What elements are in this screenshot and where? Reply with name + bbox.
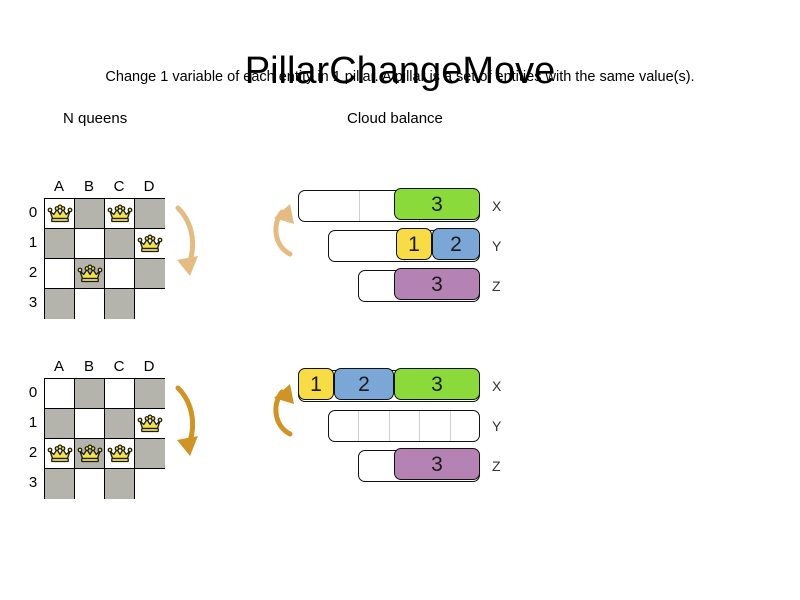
section-heading-nqueens: N queens bbox=[63, 110, 128, 127]
nqueens-after-arrow bbox=[168, 380, 208, 465]
queen-icon[interactable] bbox=[45, 199, 75, 229]
empty-capacity-slot bbox=[420, 411, 451, 441]
board-row-label: 0 bbox=[28, 204, 38, 221]
empty-capacity-slot bbox=[329, 231, 405, 261]
process-block-3[interactable]: 3 bbox=[394, 188, 480, 221]
board-row-labels: 0 1 2 3 bbox=[24, 378, 42, 498]
board-column-label: D bbox=[143, 178, 155, 195]
board-cell-D2[interactable] bbox=[135, 439, 165, 469]
board-cell-D3[interactable] bbox=[135, 289, 165, 319]
board-row-label: 1 bbox=[28, 414, 38, 431]
empty-capacity-slot bbox=[451, 411, 479, 441]
board-row-label: 2 bbox=[28, 264, 38, 281]
board-cell-B3[interactable] bbox=[75, 469, 105, 499]
board-column-labels: A B C D bbox=[44, 358, 164, 378]
board-column-label: C bbox=[113, 178, 125, 195]
computer-label-X: X bbox=[492, 378, 502, 394]
computer-label-X: X bbox=[492, 198, 502, 214]
computer-label-Z: Z bbox=[492, 278, 501, 294]
process-block-1[interactable]: 1 bbox=[396, 228, 432, 261]
board-cell-C1[interactable] bbox=[105, 229, 135, 259]
chessboard[interactable] bbox=[44, 198, 165, 319]
board-cell-D3[interactable] bbox=[135, 469, 165, 499]
computer-capacity-track[interactable] bbox=[328, 410, 480, 442]
board-cell-B0[interactable] bbox=[75, 379, 105, 409]
board-column-labels: A B C D bbox=[44, 178, 164, 198]
process-block-2[interactable]: 2 bbox=[432, 228, 480, 261]
empty-capacity-slot bbox=[299, 191, 360, 221]
cloud-before-arrow bbox=[268, 198, 306, 270]
queen-icon[interactable] bbox=[75, 259, 105, 289]
board-cell-D2[interactable] bbox=[135, 259, 165, 289]
cloud-after-arrow bbox=[268, 378, 306, 450]
queen-icon[interactable] bbox=[75, 439, 105, 469]
computer-label-Y: Y bbox=[492, 238, 502, 254]
board-cell-C0[interactable] bbox=[105, 379, 135, 409]
board-cell-A1[interactable] bbox=[45, 409, 75, 439]
board-column-label: A bbox=[53, 178, 64, 195]
board-cell-A2[interactable] bbox=[45, 259, 75, 289]
board-cell-A3[interactable] bbox=[45, 469, 75, 499]
board-row-labels: 0 1 2 3 bbox=[24, 198, 42, 318]
process-block-2[interactable]: 2 bbox=[334, 368, 394, 401]
board-row-label: 3 bbox=[28, 294, 38, 311]
board-column-label: B bbox=[83, 358, 94, 375]
section-heading-cloud: Cloud balance bbox=[347, 110, 443, 127]
board-row-label: 1 bbox=[28, 234, 38, 251]
board-cell-D0[interactable] bbox=[135, 199, 165, 229]
board-column-label: C bbox=[113, 358, 125, 375]
process-block-3[interactable]: 3 bbox=[394, 268, 480, 301]
cloud-computer-row-Y: Y bbox=[262, 410, 522, 442]
board-cell-C1[interactable] bbox=[105, 409, 135, 439]
queen-icon[interactable] bbox=[135, 409, 165, 439]
board-cell-C3[interactable] bbox=[105, 469, 135, 499]
board-cell-A0[interactable] bbox=[45, 379, 75, 409]
board-cell-B0[interactable] bbox=[75, 199, 105, 229]
board-cell-B1[interactable] bbox=[75, 229, 105, 259]
board-cell-B3[interactable] bbox=[75, 289, 105, 319]
empty-capacity-slot bbox=[329, 411, 360, 441]
process-block-3[interactable]: 3 bbox=[394, 448, 480, 481]
board-column-label: A bbox=[53, 358, 64, 375]
board-cell-A1[interactable] bbox=[45, 229, 75, 259]
queen-icon[interactable] bbox=[45, 439, 75, 469]
queen-icon[interactable] bbox=[105, 439, 135, 469]
board-row-label: 0 bbox=[28, 384, 38, 401]
nqueens-before-arrow bbox=[168, 200, 208, 285]
queen-icon[interactable] bbox=[105, 199, 135, 229]
board-row-label: 3 bbox=[28, 474, 38, 491]
board-cell-C3[interactable] bbox=[105, 289, 135, 319]
board-cell-D0[interactable] bbox=[135, 379, 165, 409]
board-row-label: 2 bbox=[28, 444, 38, 461]
board-column-label: B bbox=[83, 178, 94, 195]
empty-capacity-slot bbox=[359, 411, 390, 441]
chessboard[interactable] bbox=[44, 378, 165, 499]
page-subtitle: Change 1 variable of each entity in 1 pi… bbox=[105, 69, 695, 85]
board-cell-B1[interactable] bbox=[75, 409, 105, 439]
board-cell-D1[interactable] bbox=[135, 409, 165, 439]
board-cell-A3[interactable] bbox=[45, 289, 75, 319]
board-column-label: D bbox=[143, 358, 155, 375]
empty-capacity-slot bbox=[390, 411, 421, 441]
page-title: PillarChangeMove bbox=[244, 50, 556, 93]
process-block-3[interactable]: 3 bbox=[394, 368, 480, 401]
computer-label-Z: Z bbox=[492, 458, 501, 474]
computer-label-Y: Y bbox=[492, 418, 502, 434]
process-block-1[interactable]: 1 bbox=[298, 368, 334, 401]
queen-icon[interactable] bbox=[135, 229, 165, 259]
board-cell-C2[interactable] bbox=[105, 259, 135, 289]
